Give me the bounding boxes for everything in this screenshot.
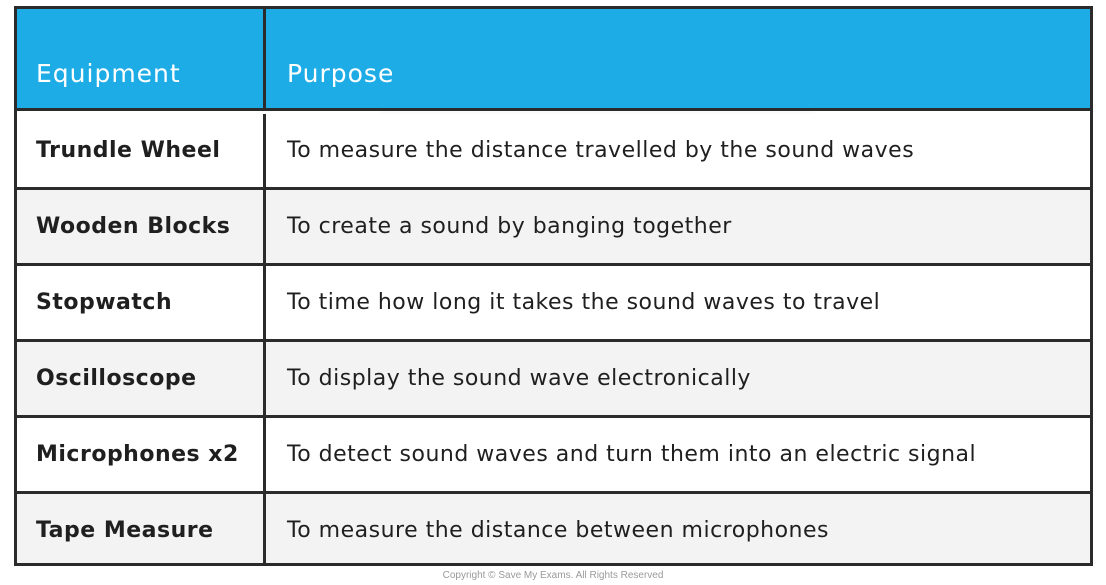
purpose-cell: To create a sound by banging together — [287, 214, 732, 239]
equipment-cell: Microphones x2 — [17, 418, 266, 491]
table-row: Trundle Wheel To measure the distance tr… — [17, 114, 1090, 190]
equipment-cell: Stopwatch — [17, 266, 266, 339]
header-purpose: Purpose — [287, 59, 395, 88]
header-equipment: Equipment — [17, 9, 266, 108]
purpose-cell: To display the sound wave electronically — [287, 366, 751, 391]
purpose-cell: To time how long it takes the sound wave… — [287, 290, 881, 315]
table-row: Tape Measure To measure the distance bet… — [17, 494, 1090, 563]
purpose-cell: To measure the distance travelled by the… — [287, 138, 915, 163]
table-row: Stopwatch To time how long it takes the … — [17, 266, 1090, 342]
equipment-table: Equipment Purpose Trundle Wheel To measu… — [14, 6, 1093, 566]
table-row: Wooden Blocks To create a sound by bangi… — [17, 190, 1090, 266]
table-row: Microphones x2 To detect sound waves and… — [17, 418, 1090, 494]
equipment-cell: Tape Measure — [17, 494, 266, 563]
table-row: Oscilloscope To display the sound wave e… — [17, 342, 1090, 418]
equipment-cell: Trundle Wheel — [17, 114, 266, 187]
equipment-cell: Oscilloscope — [17, 342, 266, 415]
equipment-cell: Wooden Blocks — [17, 190, 266, 263]
purpose-cell: To detect sound waves and turn them into… — [287, 442, 977, 467]
copyright-notice: Copyright © Save My Exams. All Rights Re… — [442, 570, 664, 581]
purpose-cell: To measure the distance between micropho… — [287, 517, 830, 543]
table-header-row: Equipment Purpose — [17, 9, 1090, 111]
